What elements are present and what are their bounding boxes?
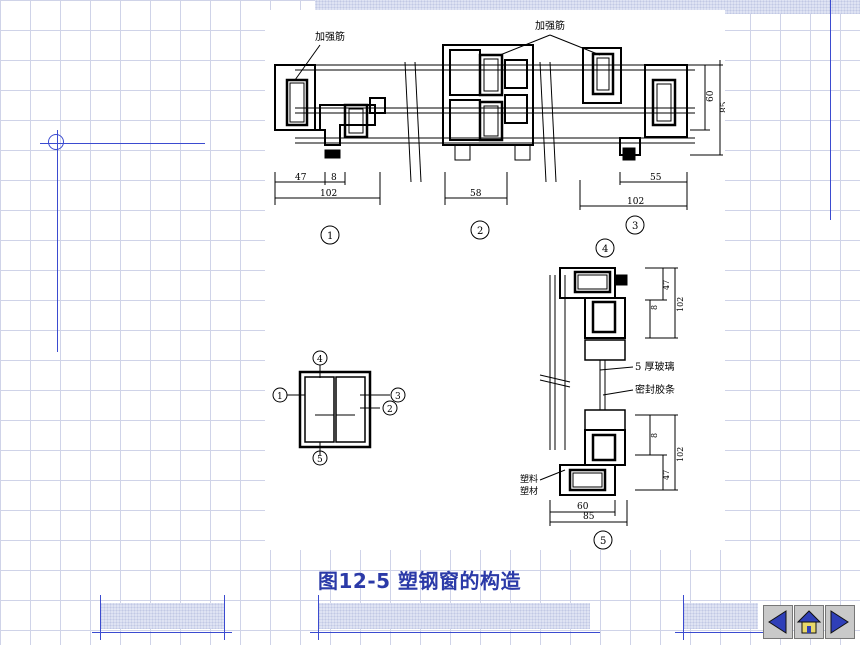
dim-8: 8 <box>331 173 337 183</box>
marker-2: 2 <box>477 226 483 237</box>
triangle-right-icon <box>830 610 849 634</box>
bottom-vline-left2 <box>224 595 225 640</box>
elev-marker-5: 5 <box>317 455 323 465</box>
vdim-102-bottom: 102 <box>676 447 685 462</box>
vdim-8-top: 8 <box>650 305 659 310</box>
bottom-vline-right <box>683 595 684 640</box>
dim-85-right: 85 <box>720 101 725 113</box>
dim-55: 55 <box>650 173 662 183</box>
bottom-vline-left <box>100 595 101 640</box>
home-button[interactable] <box>794 605 824 639</box>
bottom-hline-right <box>675 632 765 633</box>
window-construction-diagram: 加强筋 加强筋 47 8 102 58 55 102 60 85 1 2 3 4… <box>265 10 730 550</box>
label-glass: 5 厚玻璃 <box>635 360 675 373</box>
dim-47: 47 <box>295 173 307 183</box>
label-seal: 密封胶条 <box>635 383 675 396</box>
vdim-8-bottom: 8 <box>650 433 659 438</box>
vdim-47-bottom: 47 <box>662 470 671 480</box>
triangle-left-icon <box>768 610 787 634</box>
vdim-47-top: 47 <box>662 280 671 290</box>
marker-3: 3 <box>632 221 638 232</box>
dim-60-right: 60 <box>706 90 716 102</box>
label-reinforce-top: 加强筋 <box>535 19 565 32</box>
right-decor-line <box>830 0 831 220</box>
dim-58: 58 <box>470 189 482 199</box>
bottom-strip-right <box>683 603 758 629</box>
next-slide-button[interactable] <box>825 605 855 639</box>
marker-1: 1 <box>327 231 333 242</box>
dim-102-right: 102 <box>627 197 644 207</box>
home-icon <box>796 610 822 634</box>
label-reinforce-left: 加强筋 <box>315 30 345 43</box>
marker-4: 4 <box>602 244 608 255</box>
hdim-85: 85 <box>583 512 595 522</box>
label-plastic-2: 塑材 <box>520 485 538 497</box>
figure-caption: 图12-5 塑钢窗的构造 <box>318 569 522 593</box>
bottom-hline-mid <box>310 632 600 633</box>
dim-102-left: 102 <box>320 189 337 199</box>
label-plastic-1: 塑料 <box>520 473 538 485</box>
left-decor-circle <box>48 134 64 150</box>
left-decor-vline <box>57 130 58 352</box>
elev-marker-2: 2 <box>387 405 393 415</box>
bottom-vline-mid <box>318 595 319 640</box>
diagram-svg: 加强筋 加强筋 47 8 102 58 55 102 60 85 1 2 3 4… <box>272 19 730 550</box>
elev-marker-1: 1 <box>277 392 283 402</box>
left-decor-hline <box>40 143 205 144</box>
bottom-strip-left <box>100 603 225 629</box>
elev-marker-3: 3 <box>395 392 401 402</box>
marker-5: 5 <box>600 536 606 547</box>
bottom-hline-left <box>92 632 232 633</box>
prev-slide-button[interactable] <box>763 605 793 639</box>
elev-marker-4: 4 <box>317 355 323 365</box>
vdim-102-top: 102 <box>676 297 685 312</box>
bottom-strip-mid <box>318 603 590 629</box>
hdim-60: 60 <box>577 502 589 512</box>
